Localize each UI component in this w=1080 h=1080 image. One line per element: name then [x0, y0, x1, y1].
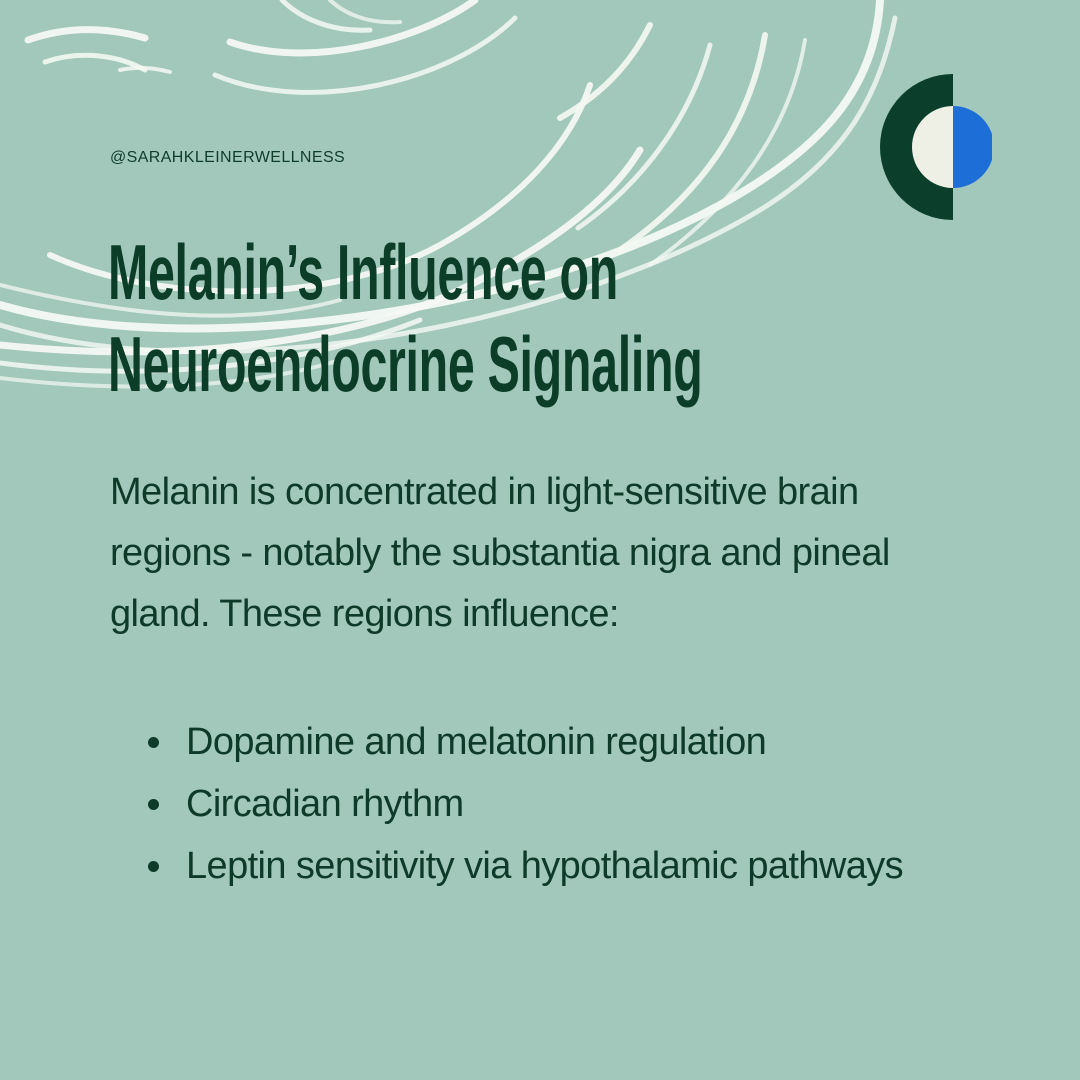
bullet-dot-icon [148, 799, 159, 810]
bullet-dot-icon [148, 861, 159, 872]
list-item-text: Dopamine and melatonin regulation [186, 721, 767, 763]
title-line-2: Neuroendocrine Signaling [108, 320, 703, 408]
half-circle-logo-icon [880, 74, 992, 220]
title-line-1: Melanin’s Influence on [108, 228, 618, 316]
influence-list: Dopamine and melatonin regulation Circad… [148, 711, 904, 897]
list-item-text: Circadian rhythm [186, 783, 464, 825]
list-item: Leptin sensitivity via hypothalamic path… [148, 835, 904, 897]
bullet-dot-icon [148, 737, 159, 748]
list-item-text: Leptin sensitivity via hypothalamic path… [186, 845, 904, 887]
intro-paragraph: Melanin is concentrated in light-sensiti… [110, 471, 890, 635]
list-item: Circadian rhythm [148, 773, 903, 835]
list-item: Dopamine and melatonin regulation [148, 711, 903, 773]
account-handle: @SARAHKLEINERWELLNESS [110, 149, 346, 166]
page-title: Melanin’s Influence on Neuroendocrine Si… [108, 226, 703, 410]
